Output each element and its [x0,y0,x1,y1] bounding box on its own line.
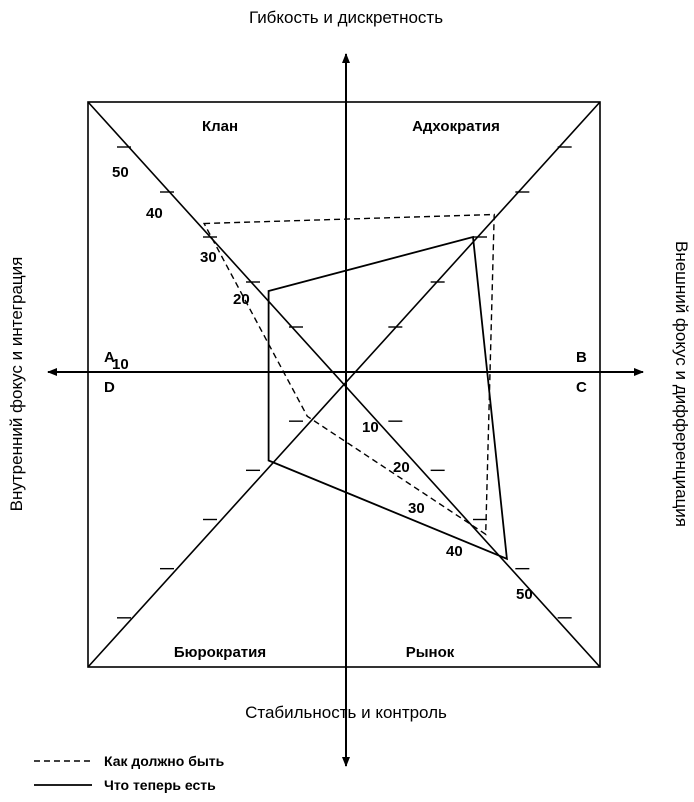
legend-desired-label: Как должно быть [104,753,225,769]
legend-current-label: Что теперь есть [104,777,216,793]
axis-title-left: Внутренний фокус и интеграция [7,257,26,512]
scale-label-ul-10: 10 [112,356,129,373]
scale-label-ul-50: 50 [112,164,129,181]
axis-title-right: Внешний фокус и дифференциация [672,241,691,527]
scale-label-ul-40: 40 [146,205,163,222]
quadrant-bureaucracy: Бюрократия [174,644,266,661]
scale-label-lr-40: 40 [446,543,463,560]
quadrant-clan: Клан [202,118,238,135]
corner-a: A [104,349,115,366]
corner-c: C [576,379,587,396]
axis-title-top: Гибкость и дискретность [249,8,443,27]
scale-label-lr-30: 30 [408,500,425,517]
diagonal-anti [87,101,601,668]
scale-label-ul-20: 20 [233,291,250,308]
quadrant-adhocracy: Адхократия [412,118,500,135]
series-current-polygon [267,235,508,561]
frame [87,101,601,668]
scale-label-lr-50: 50 [516,586,533,603]
scale-label-lr-10: 10 [362,419,379,436]
tick-marks [117,146,572,619]
axis-title-bottom: Стабильность и контроль [245,703,447,722]
corner-b: B [576,349,587,366]
series-desired-polygon [202,213,495,536]
scale-label-lr-20: 20 [393,459,410,476]
scale-label-ul-30: 30 [200,249,217,266]
corner-d: D [104,379,115,396]
quadrant-market: Рынок [406,644,455,661]
